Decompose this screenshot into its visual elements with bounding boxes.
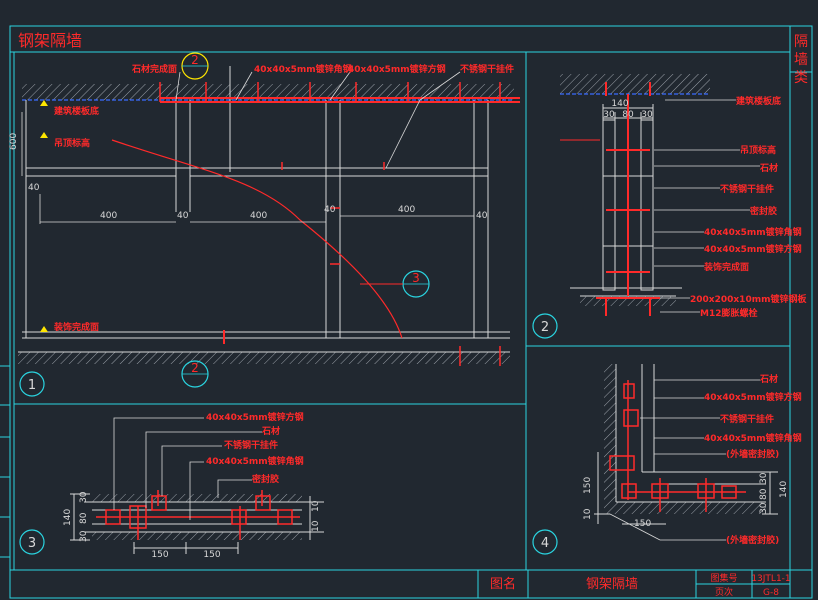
d2-label-angle: 40x40x5mm镀锌角钢 <box>704 226 802 238</box>
d3-dim-10b: 10 <box>311 520 321 532</box>
d2-label-hanger: 不锈钢干挂件 <box>720 183 774 195</box>
dim-400-a: 400 <box>100 211 117 221</box>
d4-label-angle: 40x40x5mm镀锌角钢 <box>704 432 802 444</box>
d4-label-sealant-out-1: (外墙密封胶) <box>726 448 779 460</box>
d2-label-ceiling: 吊顶标高 <box>740 144 776 156</box>
top-slab-hatch <box>22 84 514 100</box>
detail-number-circle-3 <box>19 529 45 555</box>
detail-2: 140 30 80 30 建筑楼板底 吊顶标高 石材 不锈钢干挂件 密封胶 40… <box>532 74 807 339</box>
dim-40-d: 40 <box>476 211 488 221</box>
d4-dim-150-h: 150 <box>634 519 651 529</box>
detail-number-circle-1 <box>19 371 45 397</box>
d2-label-finish: 装饰完成面 <box>703 261 749 273</box>
category-char-1: 隔 <box>794 34 808 50</box>
d3-label-square: 40x40x5mm镀锌方钢 <box>206 411 304 423</box>
detail-4: 石材 40x40x5mm镀锌方钢 不锈钢干挂件 40x40x5mm镀锌角钢 (外… <box>532 364 802 555</box>
d3-dim-10a: 10 <box>311 500 321 512</box>
d4-label-hanger: 不锈钢干挂件 <box>720 413 774 425</box>
detail-number-2: 2 <box>541 320 549 335</box>
label-square-steel: 40x40x5mm镀锌方钢 <box>348 63 446 75</box>
d2-label-stone: 石材 <box>759 162 778 174</box>
label-stone-base: 石材完成面 <box>131 63 177 75</box>
titleblock-page-label: 页次 <box>715 586 733 598</box>
titleblock-name-label: 图名 <box>490 576 516 592</box>
d4-label-square: 40x40x5mm镀锌方钢 <box>704 391 802 403</box>
d4-dim-30a: 30 <box>759 472 769 484</box>
d4-label-sealant-out-2: (外墙密封胶) <box>726 534 779 546</box>
titleblock-set-value: 13JTL1-1 <box>751 574 790 584</box>
dim-600: 600 <box>9 133 19 150</box>
d2-dim-140: 140 <box>611 99 628 109</box>
detail-number-3: 3 <box>28 536 36 551</box>
detail-number-circle-2 <box>532 313 558 339</box>
label-ceiling: 吊顶标高 <box>54 137 90 149</box>
d3-dim-150b: 150 <box>203 550 220 560</box>
d4-dim-150-v: 150 <box>583 477 593 494</box>
elevation-marker-1 <box>40 100 48 106</box>
d4-dim-10: 10 <box>583 508 593 520</box>
d4-dim-30b: 30 <box>759 502 769 514</box>
d4-dim-80: 80 <box>759 488 769 500</box>
sheet-frame <box>0 25 813 599</box>
category-char-2: 墙 <box>794 52 808 68</box>
d2-label-bolt: M12膨胀螺栓 <box>700 307 757 319</box>
titleblock-name-value: 钢架隔墙 <box>586 577 638 592</box>
titleblock-page-value: G-8 <box>763 588 779 598</box>
detail-number-1: 1 <box>28 378 36 393</box>
dim-40-c: 40 <box>324 205 336 215</box>
elevation-marker-2 <box>40 132 48 138</box>
detail-number-circle-4 <box>532 529 558 555</box>
floor-hatch <box>18 352 510 364</box>
d4-label-stone: 石材 <box>759 373 778 385</box>
d3-label-sealant: 密封胶 <box>251 473 279 485</box>
break-curve <box>111 139 403 339</box>
detail-1: 600 40 400 40 400 40 400 40 石材完成面 40x40x… <box>9 52 520 397</box>
titleblock-set-label: 图集号 <box>710 572 737 584</box>
d4-dim-140: 140 <box>779 481 789 498</box>
section-marker-top-label: 2 <box>191 53 199 67</box>
dim-400-b: 400 <box>250 211 267 221</box>
d2-dim-30a: 30 <box>603 110 615 120</box>
d2-dim-30b: 30 <box>641 110 653 120</box>
section-marker-side-label: 3 <box>412 271 420 285</box>
dim-40-a: 40 <box>28 183 40 193</box>
elevation-marker-3 <box>40 326 48 332</box>
category-char-3: 类 <box>794 70 808 86</box>
d2-label-plate: 200x200x10mm镀锌钢板 <box>690 293 807 305</box>
label-floor-base: 建筑楼板底 <box>54 105 99 117</box>
d2-dim-80: 80 <box>622 110 634 120</box>
d3-dim-140: 140 <box>63 509 73 526</box>
d2-label-square: 40x40x5mm镀锌方钢 <box>704 243 802 255</box>
dim-400-c: 400 <box>398 205 415 215</box>
detail-3: 40x40x5mm镀锌方钢 石材 不锈钢干挂件 40x40x5mm镀锌角钢 密封… <box>19 411 324 560</box>
d2-label-sealant: 密封胶 <box>749 205 777 217</box>
d2-label-floor-base: 建筑楼板底 <box>736 95 781 107</box>
label-floor-finish: 装饰完成面 <box>53 321 99 333</box>
d3-label-angle: 40x40x5mm镀锌角钢 <box>206 455 304 467</box>
section-marker-bottom-label: 2 <box>191 361 199 375</box>
label-hanger: 不锈钢干挂件 <box>460 63 514 75</box>
detail-number-4: 4 <box>541 536 549 551</box>
d3-dim-80: 80 <box>79 512 89 524</box>
sheet-title: 钢架隔墙 <box>18 31 82 50</box>
d3-label-hanger: 不锈钢干挂件 <box>224 439 278 451</box>
d3-dim-150a: 150 <box>151 550 168 560</box>
dim-40-b: 40 <box>177 211 189 221</box>
d3-dim-30b: 30 <box>79 530 89 542</box>
d3-dim-30a: 30 <box>79 491 89 503</box>
d3-label-stone: 石材 <box>261 425 280 437</box>
label-angle-steel: 40x40x5mm镀锌角钢 <box>254 63 352 75</box>
